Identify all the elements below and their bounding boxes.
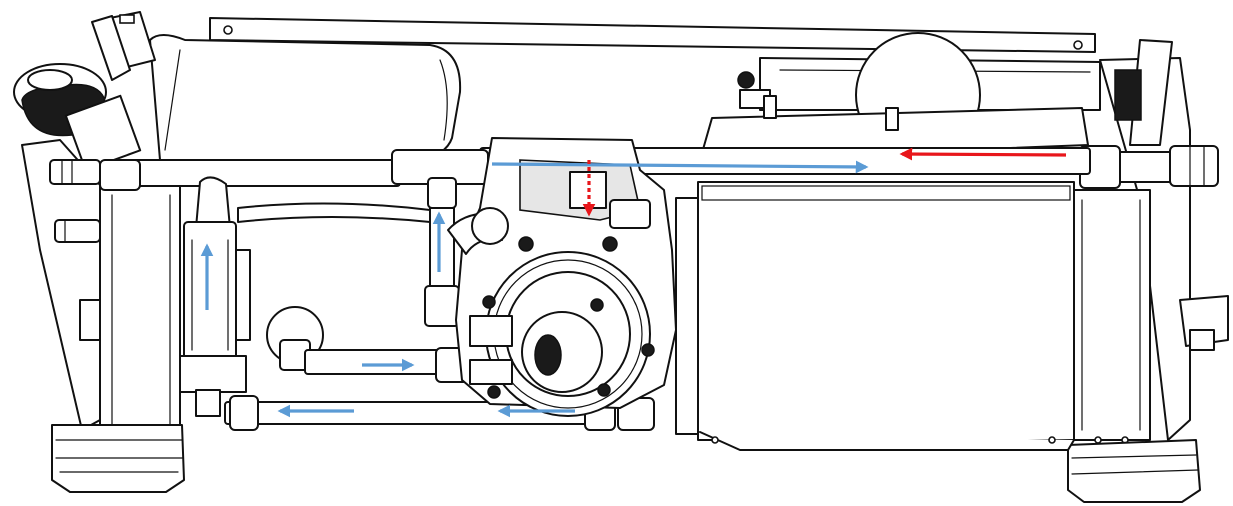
left-couplings <box>49 159 101 341</box>
flow-arrow-top-pipe-left <box>899 147 1067 161</box>
left-frame <box>21 139 185 493</box>
filler-cap <box>13 11 156 172</box>
flow-arrows <box>200 147 1067 418</box>
heater-unit <box>699 32 1101 161</box>
control-box <box>675 181 1075 451</box>
diaphragm-pump <box>447 137 677 417</box>
hose <box>237 202 431 371</box>
filter <box>179 176 251 417</box>
tank-body <box>149 34 462 161</box>
right-couplings <box>1079 145 1219 189</box>
tee-riser <box>424 177 460 327</box>
flow-arrow-top-pipe-right <box>491 160 869 174</box>
top-rail <box>209 17 1096 53</box>
